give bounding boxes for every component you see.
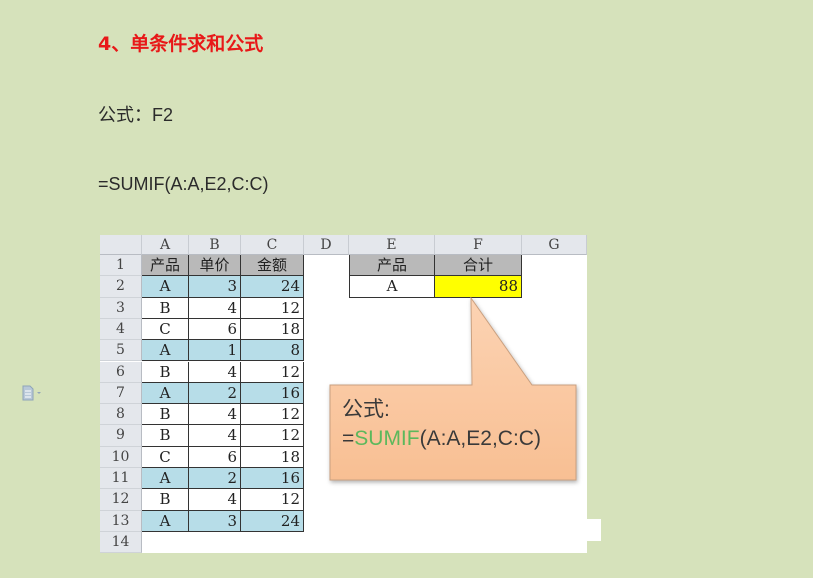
t1-header-2: 金额 bbox=[241, 255, 304, 277]
formula-label: 公式：F2 bbox=[98, 105, 174, 125]
t1-cell-product: C bbox=[142, 446, 189, 468]
callout-label: 公式: bbox=[342, 398, 390, 421]
col-header-b: B bbox=[189, 235, 241, 255]
t1-cell-product: B bbox=[142, 361, 189, 383]
t1-header-0: 产品 bbox=[142, 255, 189, 277]
callout-shape bbox=[329, 296, 577, 481]
t1-cell-product: B bbox=[142, 404, 189, 426]
row-header-1: 1 bbox=[100, 255, 142, 277]
formula-text: =SUMIF(A:A,E2,C:C) bbox=[98, 174, 269, 194]
col-header-d: D bbox=[304, 235, 349, 255]
t1-cell-product: B bbox=[142, 425, 189, 447]
row-header-14: 14 bbox=[100, 531, 142, 553]
t1-cell-product: B bbox=[142, 297, 189, 319]
t1-cell-amount: 12 bbox=[241, 489, 304, 511]
t1-cell-product: A bbox=[142, 468, 189, 490]
row-header-5: 5 bbox=[100, 340, 142, 362]
t1-cell-price: 3 bbox=[189, 510, 241, 532]
section-heading: 4、单条件求和公式 bbox=[98, 33, 264, 55]
t1-cell-amount: 24 bbox=[241, 276, 304, 298]
t1-cell-amount: 12 bbox=[241, 425, 304, 447]
document-icon[interactable] bbox=[21, 385, 43, 401]
row-header-8: 8 bbox=[100, 404, 142, 426]
t1-cell-amount: 12 bbox=[241, 404, 304, 426]
t1-cell-amount: 18 bbox=[241, 318, 304, 341]
t1-cell-price: 2 bbox=[189, 468, 241, 490]
t2-header-total: 合计 bbox=[435, 255, 522, 277]
col-header-e: E bbox=[349, 235, 435, 255]
row-header-2: 2 bbox=[100, 276, 142, 298]
t1-cell-amount: 18 bbox=[241, 446, 304, 468]
callout-text: 公式: =SUMIF(A:A,E2,C:C) bbox=[342, 395, 541, 453]
t1-cell-price: 4 bbox=[189, 404, 241, 426]
t1-cell-price: 4 bbox=[189, 489, 241, 511]
t1-cell-amount: 16 bbox=[241, 468, 304, 490]
col-header-f: F bbox=[435, 235, 522, 255]
row-header-7: 7 bbox=[100, 382, 142, 405]
t1-cell-product: A bbox=[142, 276, 189, 298]
col-header-c: C bbox=[241, 235, 304, 255]
t1-cell-amount: 16 bbox=[241, 382, 304, 405]
row-header-3: 3 bbox=[100, 297, 142, 319]
t1-cell-amount: 12 bbox=[241, 361, 304, 383]
image-edge bbox=[587, 519, 601, 541]
chevron-down-icon bbox=[37, 392, 41, 394]
t1-cell-product: C bbox=[142, 318, 189, 341]
t1-header-1: 单价 bbox=[189, 255, 241, 277]
select-all-corner bbox=[100, 235, 142, 255]
row-header-4: 4 bbox=[100, 318, 142, 341]
t1-cell-price: 4 bbox=[189, 361, 241, 383]
t2-header-product: 产品 bbox=[349, 255, 435, 277]
row-header-13: 13 bbox=[100, 510, 142, 532]
t1-cell-product: A bbox=[142, 510, 189, 532]
col-header-g: G bbox=[522, 235, 587, 255]
t1-cell-product: A bbox=[142, 382, 189, 405]
t1-cell-amount: 8 bbox=[241, 340, 304, 362]
t1-cell-amount: 12 bbox=[241, 297, 304, 319]
col-header-a: A bbox=[142, 235, 189, 255]
t1-cell-price: 4 bbox=[189, 425, 241, 447]
t1-cell-price: 1 bbox=[189, 340, 241, 362]
t1-cell-product: A bbox=[142, 340, 189, 362]
t1-cell-amount: 24 bbox=[241, 510, 304, 532]
row-header-11: 11 bbox=[100, 468, 142, 490]
t1-cell-price: 6 bbox=[189, 318, 241, 341]
t1-cell-price: 4 bbox=[189, 297, 241, 319]
row-header-10: 10 bbox=[100, 446, 142, 468]
row-header-6: 6 bbox=[100, 361, 142, 383]
row-header-12: 12 bbox=[100, 489, 142, 511]
t1-cell-price: 6 bbox=[189, 446, 241, 468]
row-header-9: 9 bbox=[100, 425, 142, 447]
t2-total-cell: 88 bbox=[435, 276, 522, 298]
t1-cell-price: 3 bbox=[189, 276, 241, 298]
t1-cell-product: B bbox=[142, 489, 189, 511]
t2-product-cell: A bbox=[349, 276, 435, 298]
callout-formula: =SUMIF(A:A,E2,C:C) bbox=[342, 427, 541, 450]
callout-func: SUMIF bbox=[354, 427, 420, 450]
t1-cell-price: 2 bbox=[189, 382, 241, 405]
